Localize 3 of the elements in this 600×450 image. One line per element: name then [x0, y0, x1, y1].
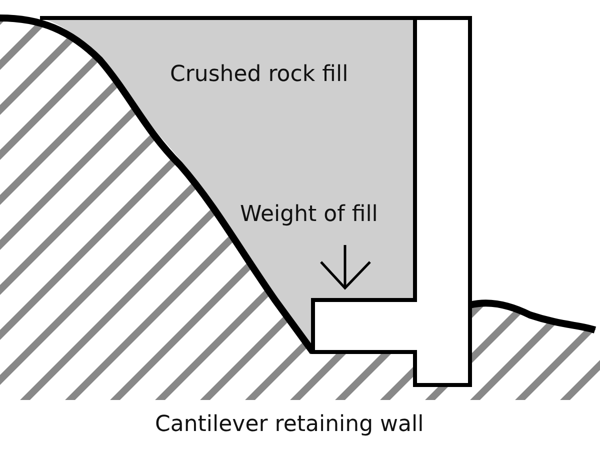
caption: Cantilever retaining wall: [155, 412, 424, 437]
force-label: Weight of fill: [240, 202, 378, 227]
fill-label: Crushed rock fill: [170, 62, 348, 87]
